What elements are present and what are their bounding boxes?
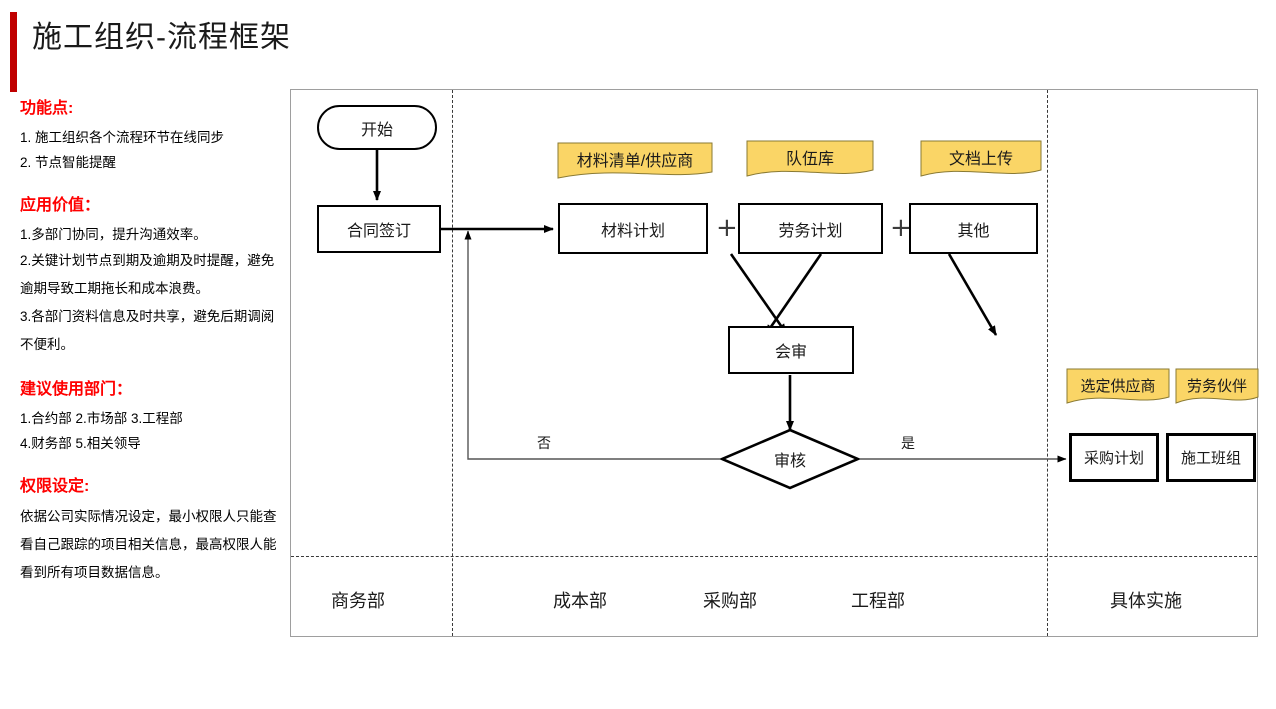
node-material-plan[interactable]: 材料计划 [558,203,708,254]
note-line: 1.合约部 2.市场部 3.工程部 [20,411,183,426]
node-label: 合同签订 [346,223,411,240]
node-label: 其他 [957,222,990,240]
note-block-value: 应用价值： 1.多部门协同，提升沟通效率。 2.关键计划节点到期及逾期及时提醒，… [20,193,278,359]
node-purchase-plan[interactable]: 采购计划 [1069,433,1159,482]
doc-note-selected-supplier: 选定供应商 [1066,368,1170,408]
lane-label-procurement: 采购部 [703,591,757,611]
lane-label-business: 商务部 [331,591,385,611]
node-label: 劳务计划 [778,222,843,240]
node-label: 会审 [774,344,807,361]
note-line: 2.关键计划节点到期及逾期及时提醒，避免逾期导致工期拖长和成本浪费。 [20,253,275,296]
note-heading: 权限设定: [20,478,90,495]
lane-divider-1 [452,90,453,636]
lane-label-implementation: 具体实施 [1110,591,1182,611]
note-line: 2. 节点智能提醒 [20,155,117,170]
node-contract-signing[interactable]: 合同签订 [317,205,441,253]
note-line: 依据公司实际情况设定，最小权限人只能查看自己跟踪的项目相关信息，最高权限人能看到… [20,509,277,580]
lane-footer-divider [291,556,1257,557]
lane-label-cost: 成本部 [553,591,607,611]
page-title: 施工组织-流程框架 [32,21,291,54]
doc-note-label: 文档上传 [948,151,1013,168]
doc-note-label: 材料清单/供应商 [576,153,694,170]
note-line: 4.财务部 5.相关领导 [20,436,141,451]
note-block-features: 功能点: 1. 施工组织各个流程环节在线同步 2. 节点智能提醒 [20,96,278,175]
note-line: 3.各部门资料信息及时共享，避免后期调阅不便利。 [20,309,275,352]
doc-note-label: 劳务伙伴 [1186,377,1247,395]
note-block-permissions: 权限设定: 依据公司实际情况设定，最小权限人只能查看自己跟踪的项目相关信息，最高… [20,474,278,587]
node-label: 审核 [773,453,806,470]
node-other-plan[interactable]: 其他 [909,203,1038,254]
node-joint-review[interactable]: 会审 [728,326,854,374]
doc-note-label: 选定供应商 [1080,377,1156,395]
node-work-team[interactable]: 施工班组 [1166,433,1256,482]
doc-note-labor-partner: 劳务伙伴 [1175,368,1259,408]
note-block-departments: 建议使用部门： 1.合约部 2.市场部 3.工程部 4.财务部 5.相关领导 [20,377,278,456]
lane-label-engineering: 工程部 [851,591,905,611]
node-label: 开始 [360,121,393,139]
node-start[interactable]: 开始 [317,105,437,150]
node-label: 施工班组 [1180,450,1241,467]
edge-label-yes: 是 [901,435,915,451]
note-line: 1. 施工组织各个流程环节在线同步 [20,130,225,145]
plus-operator-2: + [890,213,912,243]
note-line: 1.多部门协同，提升沟通效率。 [20,227,207,242]
node-approval-decision[interactable]: 审核 [720,428,860,490]
notes-panel: 功能点: 1. 施工组织各个流程环节在线同步 2. 节点智能提醒 应用价值： 1… [20,96,278,605]
title-accent-bar [10,12,17,92]
node-label: 采购计划 [1083,450,1144,467]
edge-label-no: 否 [537,435,551,451]
plus-operator-1: + [716,213,738,243]
flowchart-canvas: 材料清单/供应商 队伍库 文档上传 选定供应商 劳务伙伴 开始 合同签订 材料计… [290,89,1259,637]
lane-divider-2 [1047,90,1048,636]
node-label: 材料计划 [600,222,665,240]
doc-note-label: 队伍库 [785,151,834,168]
doc-note-material-list: 材料清单/供应商 [557,142,713,182]
doc-note-team-library: 队伍库 [746,140,874,182]
node-labor-plan[interactable]: 劳务计划 [738,203,883,254]
doc-note-doc-upload: 文档上传 [920,140,1042,182]
note-heading: 功能点: [20,100,74,117]
note-heading: 建议使用部门： [20,381,133,398]
note-heading: 应用价值： [20,197,101,214]
